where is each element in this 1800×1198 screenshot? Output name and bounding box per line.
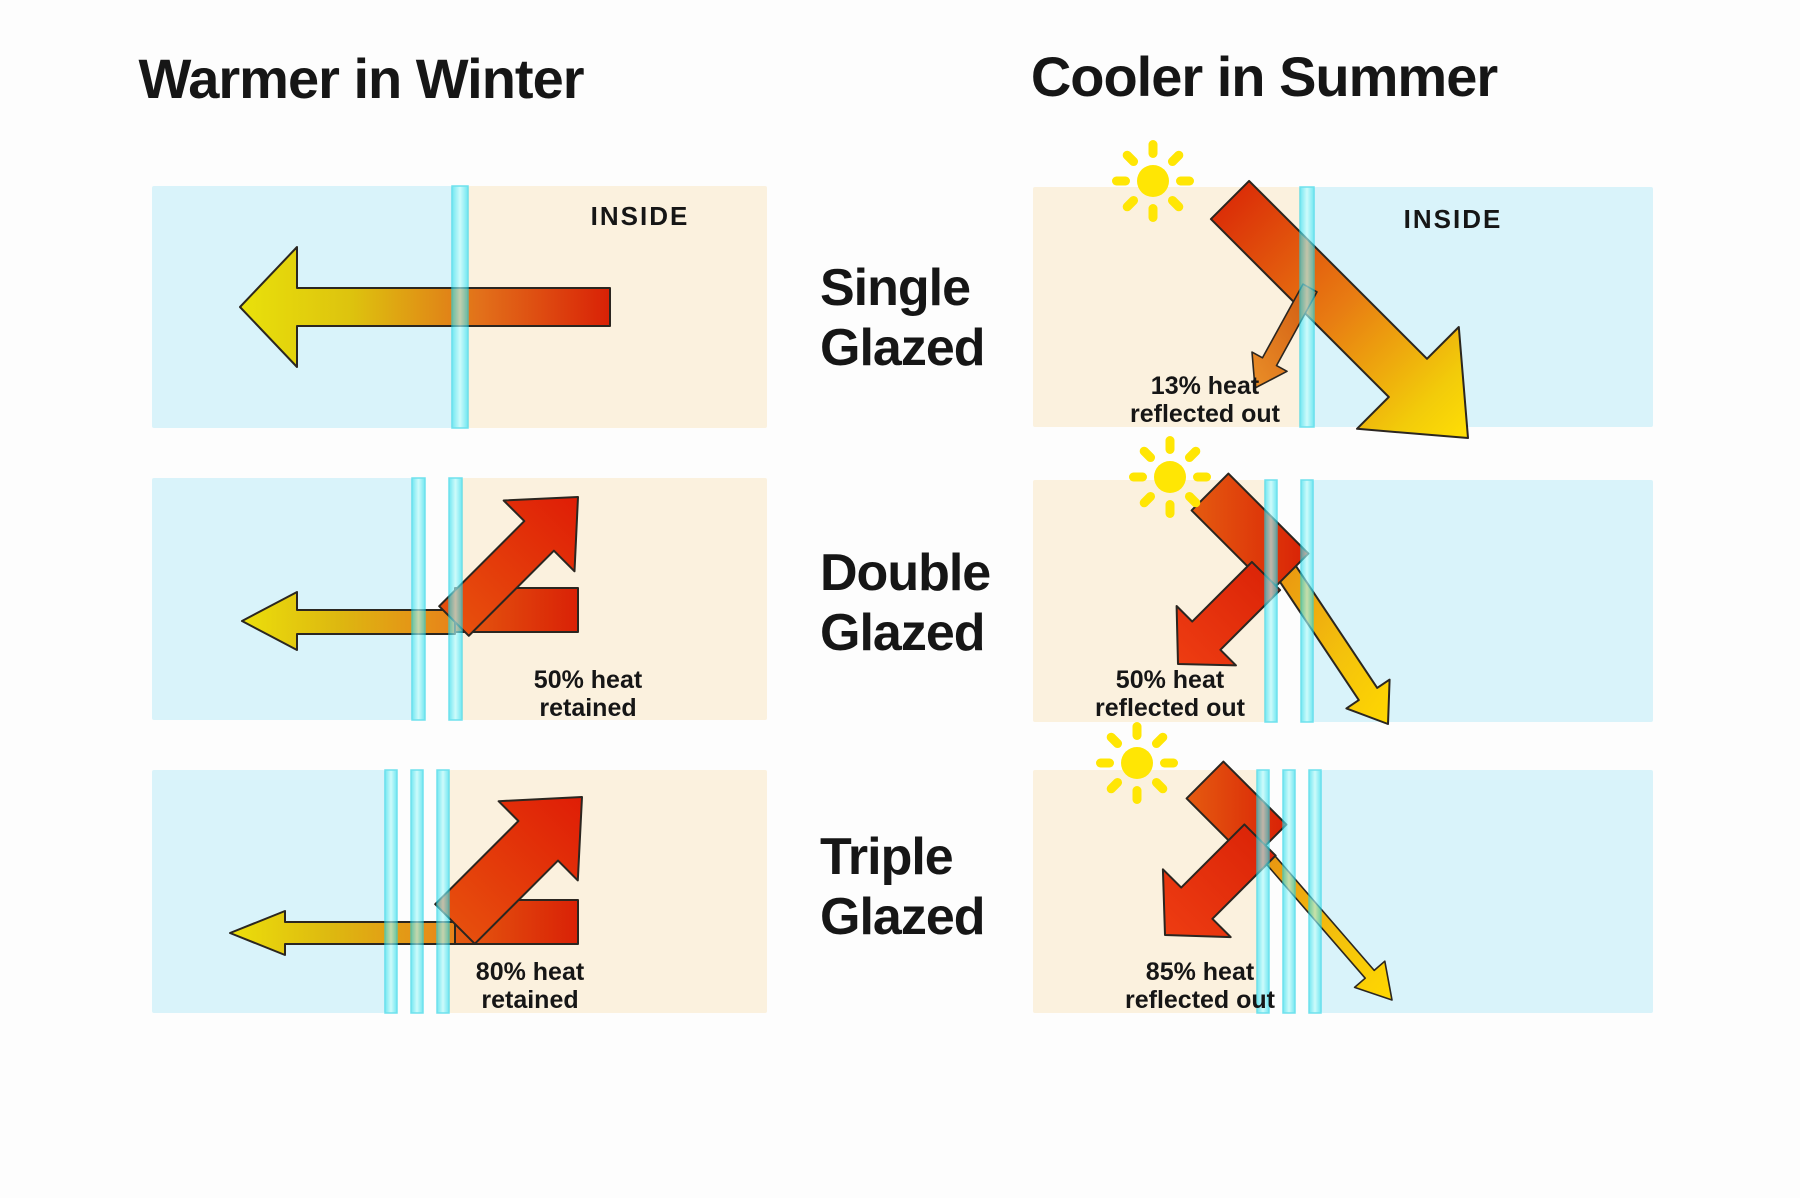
sun-icon [1112,140,1194,222]
note-summer-single: 13% heat reflected out [1085,372,1325,428]
row-label-line: Glazed [820,888,985,946]
outside-area [1033,770,1257,1013]
row-label-line: Single [820,259,971,317]
outside-area [152,770,385,1013]
row-label-line: Triple [820,828,954,886]
row-label-line: Double [820,544,991,602]
note-line: 50% heat [533,666,643,694]
panel-summer-single [1033,140,1653,439]
inside-label-summer: INSIDE [1403,204,1503,234]
row-label-double-glazed: Double Glazed [820,543,991,663]
note-line: retained [539,694,637,722]
panel-summer-triple [1033,722,1653,1014]
inside-label-winter: INSIDE [590,201,690,231]
inside-area [1313,480,1653,722]
sun-icon [1129,436,1211,518]
note-summer-double: 50% heat reflected out [1050,666,1290,722]
sun-icon [1096,722,1178,804]
note-line: 85% heat [1145,958,1255,986]
panel-winter-triple [152,769,767,1014]
inside-area [468,186,767,428]
glass-pane [1256,769,1322,1014]
row-label-line: Glazed [820,319,985,377]
note-line: 50% heat [1115,666,1225,694]
note-line: retained [481,986,579,1014]
retained-heat-arrow [438,496,579,637]
panel-winter-double [152,477,767,721]
row-label-line: Glazed [820,604,986,662]
note-summer-triple: 85% heat reflected out [1080,958,1320,1014]
row-label-single-glazed: Single Glazed [820,258,985,378]
row-label-triple-glazed: Triple Glazed [820,827,985,947]
glass-pane [1299,186,1315,428]
glass-pane [384,769,450,1014]
outside-area [1033,187,1300,427]
title-cooler-in-summer: Cooler in Summer [1030,45,1498,108]
note-line: reflected out [1094,694,1246,722]
note-line: 80% heat [475,958,585,986]
glass-pane [1264,479,1314,723]
heat-arrow [239,246,611,368]
inside-area [1321,770,1653,1013]
note-line: reflected out [1124,986,1276,1014]
glass-pane [411,477,463,721]
note-line: reflected out [1129,400,1281,428]
heat-arrow [1209,179,1469,439]
panel-winter-single [152,185,767,429]
glass-pane [451,185,469,429]
note-line: 13% heat [1150,372,1260,400]
note-winter-triple: 80% heat retained [410,958,650,1014]
note-winter-double: 50% heat retained [468,666,708,722]
retained-heat-arrow [434,796,583,945]
panel-summer-double [1033,436,1653,725]
title-warmer-in-winter: Warmer in Winter [138,47,584,110]
